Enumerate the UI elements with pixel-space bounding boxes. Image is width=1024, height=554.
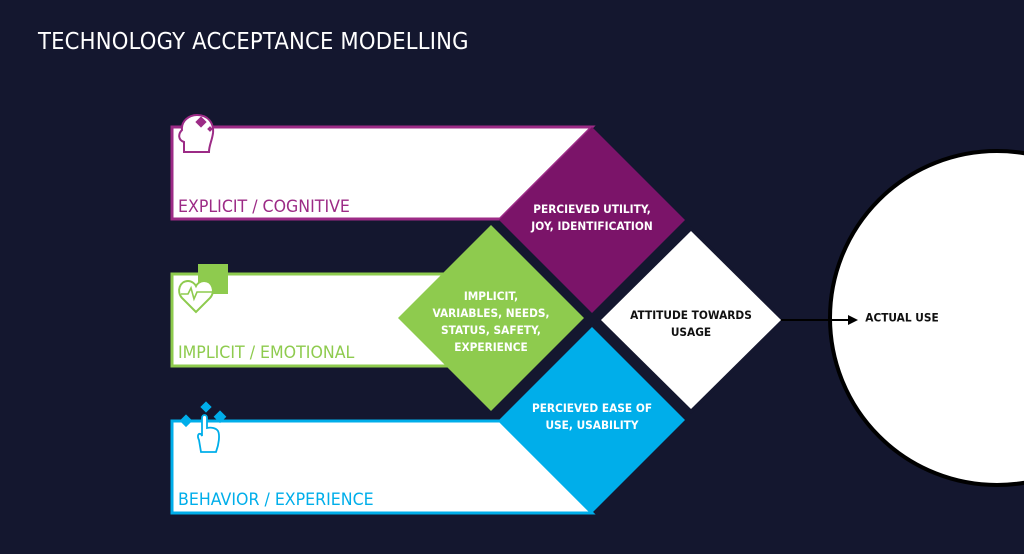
implicit-line: VARIABLES, NEEDS, <box>432 306 550 320</box>
actual-use-text: ACTUAL USE <box>865 310 939 325</box>
cognitive-label: EXPLICIT / COGNITIVE <box>178 197 350 217</box>
ease-text: PERCIEVED EASE OF USE, USABILITY <box>532 400 652 434</box>
heart-pulse-icon <box>178 264 228 314</box>
utility-diamond <box>499 127 685 313</box>
implicit-line: IMPLICIT, <box>463 289 519 303</box>
page-title: TECHNOLOGY ACCEPTANCE MODELLING <box>38 29 469 55</box>
utility-text: PERCIEVED UTILITY, JOY, IDENTIFICATION <box>531 201 652 235</box>
ease-line: PERCIEVED EASE OF <box>531 401 653 415</box>
attitude-line: ATTITUDE TOWARDS <box>630 308 752 322</box>
implicit-diamond <box>398 225 584 411</box>
touch-hand-icon <box>179 401 227 453</box>
utility-line: JOY, IDENTIFICATION <box>531 219 653 233</box>
implicit-text: IMPLICIT, VARIABLES, NEEDS, STATUS, SAFE… <box>432 288 549 356</box>
head-brain-icon <box>178 113 215 153</box>
actual-use-circle <box>828 149 1024 487</box>
implicit-line: EXPERIENCE <box>454 340 528 354</box>
ease-line: USE, USABILITY <box>545 418 639 432</box>
ease-diamond <box>499 327 685 513</box>
attitude-text: ATTITUDE TOWARDS USAGE <box>630 307 752 341</box>
flow-arrow-head <box>848 315 858 325</box>
utility-line: PERCIEVED UTILITY, <box>533 202 651 216</box>
behavior-label: BEHAVIOR / EXPERIENCE <box>178 490 374 510</box>
attitude-diamond <box>601 231 781 409</box>
emotional-label: IMPLICIT / EMOTIONAL <box>178 343 355 363</box>
attitude-line: USAGE <box>670 325 712 339</box>
implicit-line: STATUS, SAFETY, <box>441 323 541 337</box>
